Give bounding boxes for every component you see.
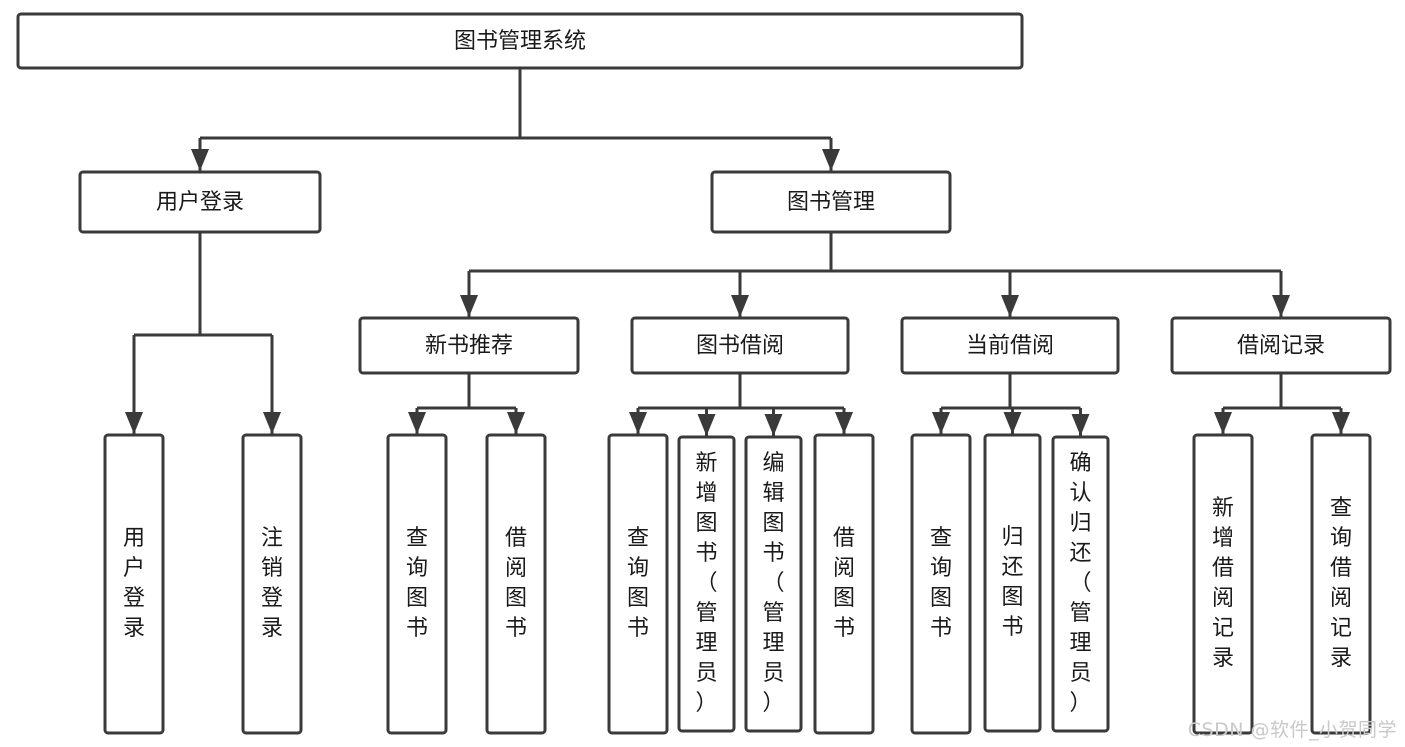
node-leaf-user-login[interactable]: 用户登录: [103, 433, 165, 735]
connector-root-to-level2: [191, 68, 840, 171]
node-leaf-edit-book[interactable]: 编辑图书（管理员）: [744, 435, 803, 733]
arrowhead-icon: [1272, 295, 1290, 317]
node-box-leaf-query-book-rec: [386, 433, 448, 735]
connector-userlogin-to-leaves: [125, 232, 281, 434]
node-box-borrow-record: [1170, 316, 1392, 375]
node-box-leaf-confirm-return: [1051, 435, 1110, 733]
connector-newbookrec-to-leaves: [408, 373, 525, 434]
node-leaf-add-record[interactable]: 新增借阅记录: [1192, 433, 1254, 735]
arrowhead-icon: [697, 414, 716, 436]
node-box-book-borrow: [630, 316, 850, 375]
node-leaf-borrow-book[interactable]: 借阅图书: [813, 433, 875, 735]
node-book-manage[interactable]: 图书管理: [710, 170, 952, 234]
node-label-user-login: 用户登录: [156, 190, 244, 215]
node-leaf-return-book[interactable]: 归还图书: [983, 433, 1042, 733]
node-label-leaf-query-record: 查询借阅记录: [1330, 496, 1352, 671]
node-label-current-borrow: 当前借阅: [966, 334, 1054, 359]
node-leaf-query-book-cur[interactable]: 查询图书: [910, 433, 972, 735]
node-box-leaf-add-record: [1192, 433, 1254, 735]
node-label-leaf-user-logout: 注销登录: [261, 526, 283, 641]
connector-bookmanage-to-level3: [460, 232, 1290, 317]
node-box-leaf-return-book: [983, 433, 1042, 733]
node-label-leaf-edit-book: 编辑图书（管理员）: [762, 451, 784, 716]
arrowhead-icon: [507, 412, 525, 434]
node-box-book-manage: [710, 170, 952, 234]
arrowhead-icon: [1071, 414, 1090, 436]
node-label-borrow-record: 借阅记录: [1237, 334, 1325, 359]
connector-edges: [125, 68, 1350, 436]
node-box-leaf-query-book-borrow: [607, 433, 669, 735]
node-leaf-query-record[interactable]: 查询借阅记录: [1310, 433, 1372, 735]
diagram-nodes: 图书管理系统用户登录图书管理新书推荐图书借阅当前借阅借阅记录用户登录注销登录查询…: [16, 12, 1392, 735]
node-user-login[interactable]: 用户登录: [78, 170, 322, 234]
arrowhead-icon: [764, 414, 783, 436]
node-leaf-user-logout[interactable]: 注销登录: [241, 433, 303, 735]
node-box-leaf-query-book-cur: [910, 433, 972, 735]
node-box-leaf-user-logout: [241, 433, 303, 735]
node-label-leaf-query-book-cur: 查询图书: [930, 526, 952, 641]
node-box-leaf-borrow-book: [813, 433, 875, 735]
node-box-leaf-add-book: [677, 435, 736, 733]
node-label-leaf-borrow-book: 借阅图书: [833, 526, 855, 641]
node-leaf-query-book-borrow[interactable]: 查询图书: [607, 433, 669, 735]
node-box-user-login: [78, 170, 322, 234]
node-box-leaf-user-login: [103, 433, 165, 735]
arrowhead-icon: [1214, 412, 1232, 434]
arrowhead-icon: [191, 149, 209, 171]
node-label-leaf-query-book-rec: 查询图书: [406, 526, 428, 641]
node-label-new-book-rec: 新书推荐: [425, 334, 513, 359]
arrowhead-icon: [263, 412, 281, 434]
arrowhead-icon: [1001, 295, 1019, 317]
arrowhead-icon: [932, 412, 950, 434]
node-leaf-confirm-return[interactable]: 确认归还（管理员）: [1051, 435, 1110, 733]
arrowhead-icon: [408, 412, 426, 434]
node-label-root: 图书管理系统: [454, 29, 586, 54]
arrowhead-icon: [125, 412, 143, 434]
connector-borrowrecord-to-leaves: [1214, 373, 1350, 434]
arrowhead-icon: [731, 295, 749, 317]
arrowhead-icon: [1332, 412, 1350, 434]
node-box-leaf-query-record: [1310, 433, 1372, 735]
node-book-borrow[interactable]: 图书借阅: [630, 316, 850, 375]
node-root[interactable]: 图书管理系统: [16, 12, 1024, 70]
node-label-leaf-user-login: 用户登录: [123, 526, 145, 641]
arrowhead-icon: [835, 412, 853, 434]
arrowhead-icon: [822, 149, 840, 171]
node-current-borrow[interactable]: 当前借阅: [900, 316, 1120, 375]
arrowhead-icon: [1003, 412, 1022, 434]
connector-bookborrow-to-leaves: [629, 373, 853, 436]
node-label-leaf-borrow-book-rec: 借阅图书: [505, 526, 527, 641]
node-leaf-query-book-rec[interactable]: 查询图书: [386, 433, 448, 735]
node-label-leaf-return-book: 归还图书: [1001, 525, 1023, 640]
node-leaf-add-book[interactable]: 新增图书（管理员）: [677, 435, 736, 733]
node-box-leaf-edit-book: [744, 435, 803, 733]
node-new-book-rec[interactable]: 新书推荐: [358, 316, 580, 375]
node-label-leaf-confirm-return: 确认归还（管理员）: [1069, 451, 1091, 716]
node-label-book-borrow: 图书借阅: [696, 334, 784, 359]
node-label-book-manage: 图书管理: [787, 190, 875, 215]
node-box-current-borrow: [900, 316, 1120, 375]
node-box-root: [16, 12, 1024, 70]
arrowhead-icon: [629, 412, 647, 434]
node-label-leaf-add-record: 新增借阅记录: [1212, 496, 1234, 671]
node-box-leaf-borrow-book-rec: [485, 433, 547, 735]
node-label-leaf-query-book-borrow: 查询图书: [627, 526, 649, 641]
node-box-new-book-rec: [358, 316, 580, 375]
arrowhead-icon: [460, 295, 478, 317]
connector-currentborrow-to-leaves: [932, 373, 1090, 436]
node-label-leaf-add-book: 新增图书（管理员）: [695, 451, 717, 716]
node-leaf-borrow-book-rec[interactable]: 借阅图书: [485, 433, 547, 735]
node-borrow-record[interactable]: 借阅记录: [1170, 316, 1392, 375]
